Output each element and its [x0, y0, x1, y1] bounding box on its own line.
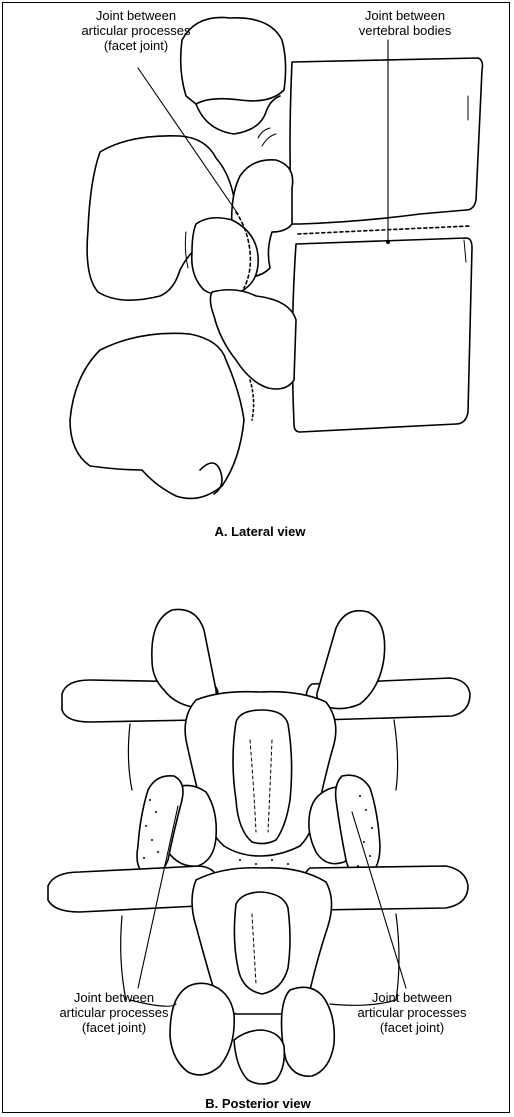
lower-posterior-tip	[234, 1030, 284, 1084]
upper-spinous-process-posterior	[233, 710, 292, 844]
lower-lamina	[70, 333, 244, 498]
left-facet-joint	[137, 776, 183, 877]
label-facet-joint-lateral: Joint between articular processes (facet…	[48, 8, 224, 53]
caption-lateral-view: A. Lateral view	[150, 524, 370, 539]
label-facet-joint-right: Joint between articular processes (facet…	[324, 990, 500, 1035]
leader-endpoint-dot	[386, 240, 390, 244]
caption-posterior-view: B. Posterior view	[148, 1096, 368, 1111]
lower-spinous-process-posterior	[234, 892, 290, 994]
label-facet-joint-left: Joint between articular processes (facet…	[26, 990, 202, 1035]
lower-vertebral-body	[292, 238, 472, 432]
label-vertebral-bodies-joint: Joint between vertebral bodies	[330, 8, 480, 38]
lateral-view-drawing	[70, 17, 483, 498]
upper-vertebral-body	[290, 58, 483, 224]
